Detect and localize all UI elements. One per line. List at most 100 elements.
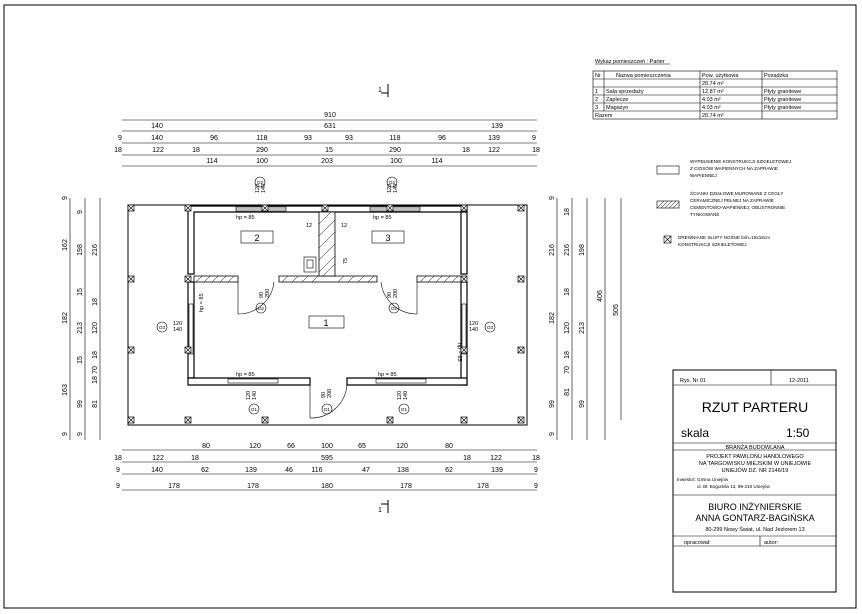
- dim-label: 18: [463, 455, 471, 462]
- table-cell: Sala sprzedaży: [606, 89, 644, 95]
- dim-label: 100: [256, 158, 268, 165]
- dim-label: 114: [206, 158, 217, 165]
- post-cross: [460, 346, 468, 354]
- window-sill-label: hp = 85: [456, 343, 462, 362]
- dim-label: 910: [324, 112, 336, 119]
- drawing-date: 12-2011: [789, 378, 809, 384]
- dim-label: 9: [77, 432, 84, 436]
- table-cell: 1: [595, 89, 598, 95]
- dim-label: 198: [579, 244, 586, 256]
- project-line: NA TARGOWISKU MIEJSKIM W UNIEJOWIE: [699, 461, 812, 467]
- bottom-dimensions: [122, 449, 537, 491]
- dim-label: 138: [397, 467, 409, 474]
- left-dim-labels: 9 162 182 163 9 9 198 15 213 15 99 9 216…: [62, 196, 99, 436]
- legend-text: CEMENTOWO-WAPIENNEJ, OBUSTRONNIE: [690, 205, 785, 210]
- window-sill-label: hp = 85: [199, 293, 205, 312]
- room-label-1: 1: [308, 315, 345, 329]
- title-block: Rys. Nr 01 12-2011 RZUT PARTERU skala 1:…: [672, 369, 837, 593]
- dim-label: 122: [152, 455, 164, 462]
- top-dim-labels: 910 140 631 139 9 140 96 118 93 93 118 9…: [114, 112, 540, 165]
- dim-label: 62: [445, 467, 453, 474]
- window-sill-label: hp = 85: [236, 215, 255, 221]
- dim-label: 18: [564, 351, 571, 359]
- dim-label: 216: [549, 244, 556, 256]
- dim-label: 15: [77, 356, 84, 364]
- dim-label: 178: [168, 483, 180, 490]
- room-table-header-name: Nazwa pomieszczenia: [616, 73, 672, 79]
- dim-label: 140: [151, 123, 163, 130]
- section-mark-top: 1: [378, 84, 389, 97]
- window-tag-text: O1: [251, 407, 258, 412]
- dim-label: 93: [345, 135, 353, 142]
- window-tag-text: O3: [159, 325, 166, 330]
- window-size: 120: [397, 391, 403, 400]
- table-cell: Płyty granitowe: [764, 105, 801, 111]
- dim-label: 182: [549, 312, 556, 324]
- dim-label: 505: [613, 304, 620, 316]
- post-markers: [127, 204, 525, 424]
- dim-label: 93: [304, 135, 312, 142]
- wall-right: [460, 211, 468, 275]
- dim-label: 216: [564, 244, 571, 256]
- dim-label: 595: [321, 455, 333, 462]
- post-cross: [184, 346, 192, 354]
- dim-label: 96: [210, 135, 218, 142]
- dim-label: 198: [77, 244, 84, 256]
- scale-value: 1:50: [786, 426, 810, 440]
- top-dimensions: [122, 119, 537, 167]
- door-size: 90: [321, 392, 327, 398]
- dim-label: 15: [325, 147, 333, 154]
- dim-label: 18: [92, 298, 99, 306]
- dim-label: 9: [549, 196, 556, 200]
- dim-label: 18: [114, 455, 122, 462]
- dim-label: 18: [564, 288, 571, 296]
- dim-label: 65: [358, 443, 366, 450]
- dim-label: 9: [116, 467, 120, 474]
- dim-label: 18: [532, 455, 540, 462]
- room-number: 2: [254, 233, 259, 243]
- table-cell: 4.03 m²: [702, 97, 721, 103]
- post-cross: [321, 204, 329, 212]
- legend-text: WAPIENNEJ: [690, 173, 717, 178]
- room-table: Wykaz pomieszczeń : Parter Nr Nazwa pomi…: [592, 59, 838, 120]
- window-size: 120: [173, 321, 182, 327]
- door-size: 200: [327, 389, 333, 398]
- dim-label: 139: [491, 123, 503, 130]
- window-bottom-right: [375, 378, 427, 384]
- side-dimensions: [69, 198, 606, 440]
- window-size: 140: [403, 391, 409, 400]
- dim-label: 81: [92, 400, 99, 408]
- dim-label: 9: [62, 432, 69, 436]
- post-cross: [460, 416, 468, 424]
- partition-wall: [193, 211, 462, 283]
- dim-label: 122: [152, 147, 164, 154]
- dim-label: 120: [249, 443, 261, 450]
- window-size: 140: [469, 327, 478, 333]
- dim-label: 114: [431, 158, 442, 165]
- table-cell: Magazyn: [606, 105, 628, 111]
- legend-text: Z CIOSÓW WAPIENNYCH NA ZAPRAWIE: [690, 165, 778, 171]
- table-cell: Zaplecze: [606, 97, 628, 103]
- door-size: 90: [387, 292, 393, 298]
- dim-label: 100: [390, 158, 402, 165]
- window-right: [461, 303, 467, 355]
- dim-label: 9: [532, 135, 536, 142]
- window-tag: O3: [156, 321, 168, 333]
- post-cross: [517, 416, 525, 424]
- section-mark-bottom: 1: [378, 500, 389, 514]
- dim-label: 9: [62, 196, 69, 200]
- legend-text: ŚCIANKI DZIAŁOWE MUROWANE Z CEGŁY: [690, 189, 784, 196]
- window-size: 120: [246, 391, 252, 400]
- door-tag-text: D1: [324, 407, 330, 412]
- dim-label: 118: [389, 135, 400, 142]
- post-cross: [261, 416, 269, 424]
- dim-label: 70: [564, 366, 571, 374]
- dim-label: 18: [532, 147, 540, 154]
- dim-label: 120: [92, 322, 99, 334]
- door-tag: D1: [321, 403, 333, 415]
- author-label: autor:: [764, 540, 779, 546]
- room-table-sum-label: Razem: [595, 113, 613, 119]
- dim-label: 9: [77, 210, 84, 214]
- room-table-header-nr: Nr: [595, 73, 601, 79]
